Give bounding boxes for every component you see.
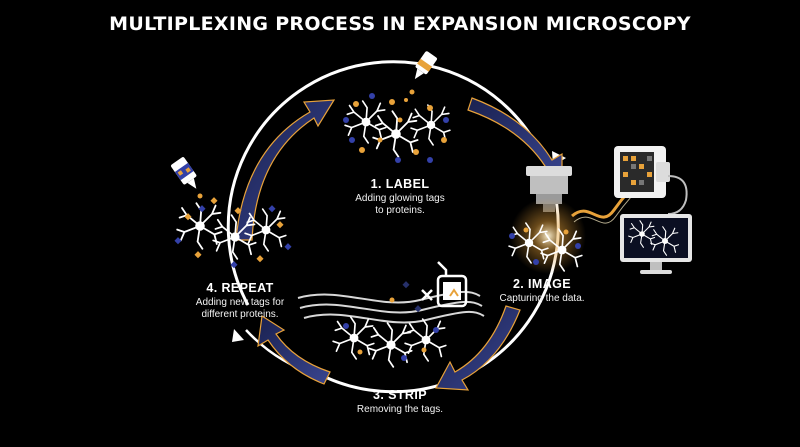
step-image-heading: 2. IMAGE <box>512 277 572 291</box>
monitor-icon <box>620 214 692 274</box>
page-title: MULTIPLEXING PROCESS IN EXPANSION MICROS… <box>109 13 691 35</box>
step-strip-desc-line1: Removing the tags. <box>356 404 444 415</box>
step-label-desc-line2: to proteins. <box>375 205 425 216</box>
image-neuron-cluster <box>508 222 583 272</box>
label-neuron-cluster <box>343 93 451 163</box>
step-strip-heading: 3. STRIP <box>373 388 427 402</box>
step-image: 2. IMAGE Capturing the data. <box>482 277 602 305</box>
step-image-desc-line1: Capturing the data. <box>499 293 585 304</box>
step-repeat-desc-line2: different proteins. <box>201 309 279 320</box>
wash-bottle-icon <box>436 261 468 308</box>
step-repeat-heading: 4. REPEAT <box>206 281 274 295</box>
repeat-neuron-cluster <box>174 197 292 269</box>
camera-icon <box>614 146 670 198</box>
dropper-icon <box>171 157 197 189</box>
step-label-heading: 1. LABEL <box>370 177 430 191</box>
step-label-desc-line1: Adding glowing tags <box>355 193 445 204</box>
strip-neuron-cluster <box>332 297 447 368</box>
step-strip: 3. STRIP Removing the tags. <box>340 388 460 416</box>
step-repeat-desc-line1: Adding new tags for <box>195 297 285 308</box>
remove-x-icon <box>421 289 433 301</box>
step-repeat: 4. REPEAT Adding new tags for different … <box>170 281 310 321</box>
step-label: 1. LABEL Adding glowing tags to proteins… <box>330 177 470 217</box>
dropper-icon <box>414 51 437 80</box>
camera-cable <box>667 175 688 215</box>
